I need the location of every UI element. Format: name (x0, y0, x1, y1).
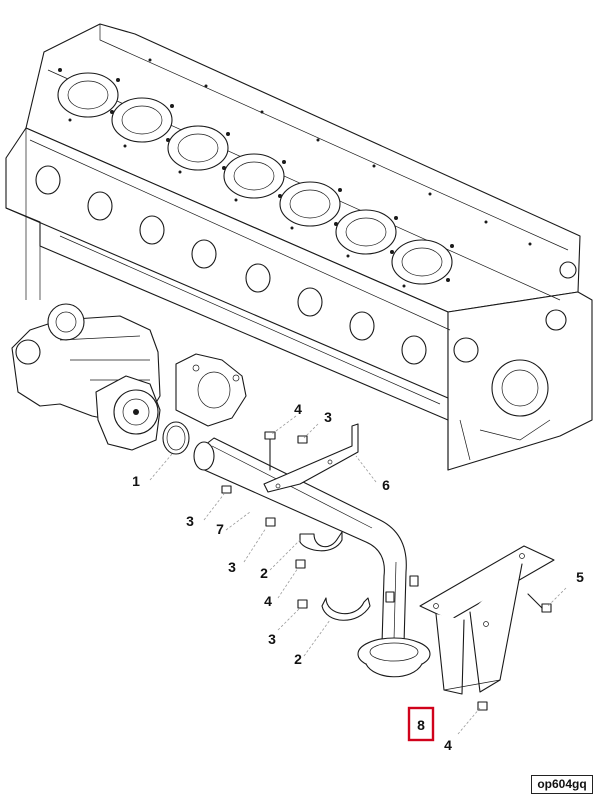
callout-8-highlight: 8 (407, 706, 435, 742)
callout-labels: 1 3 7 3 2 4 3 2 4 3 6 5 4 (132, 401, 584, 753)
nut-4-mid (295, 559, 306, 569)
leader-lines (149, 415, 567, 735)
callout-3: 3 (324, 409, 332, 425)
highlight-box (407, 706, 435, 742)
nut-4-lower (477, 701, 488, 711)
clip-fastener (385, 575, 419, 603)
callout-2: 2 (260, 565, 268, 581)
suction-pipe (193, 437, 431, 678)
deck-bolt-holes (58, 58, 532, 288)
pump-gear-assembly (11, 303, 161, 451)
block-side-ports (35, 165, 441, 405)
elbow-casting (175, 353, 247, 427)
o-ring (162, 421, 190, 455)
callout-1: 1 (132, 473, 140, 489)
reference-code-label: op604gq (531, 775, 593, 794)
pipe-clamp-lower (321, 597, 371, 621)
callout-5: 5 (576, 569, 584, 585)
support-bracket-upper (263, 423, 359, 493)
callout-3: 3 (268, 631, 276, 647)
callout-3: 3 (186, 513, 194, 529)
bolt-3-left (221, 485, 232, 494)
callout-3: 3 (228, 559, 236, 575)
bolt-3-lower (297, 599, 308, 609)
bolt-3-mid (265, 517, 276, 527)
block-front-face (453, 261, 577, 461)
cylinder-bores (57, 72, 453, 285)
callout-6: 6 (382, 477, 390, 493)
engine-block (5, 23, 593, 471)
callout-2: 2 (294, 651, 302, 667)
callout-7: 7 (216, 521, 224, 537)
callout-4: 4 (444, 737, 452, 753)
bolt-5 (527, 593, 552, 613)
bolt-upper-4 (264, 431, 276, 471)
bolt-3-top (297, 435, 308, 444)
fasteners (221, 431, 552, 711)
pipe-clamp-upper (299, 531, 343, 552)
callout-8: 8 (417, 717, 425, 733)
support-bracket-lower (419, 545, 555, 695)
callout-4: 4 (294, 401, 302, 417)
callout-4: 4 (264, 593, 272, 609)
